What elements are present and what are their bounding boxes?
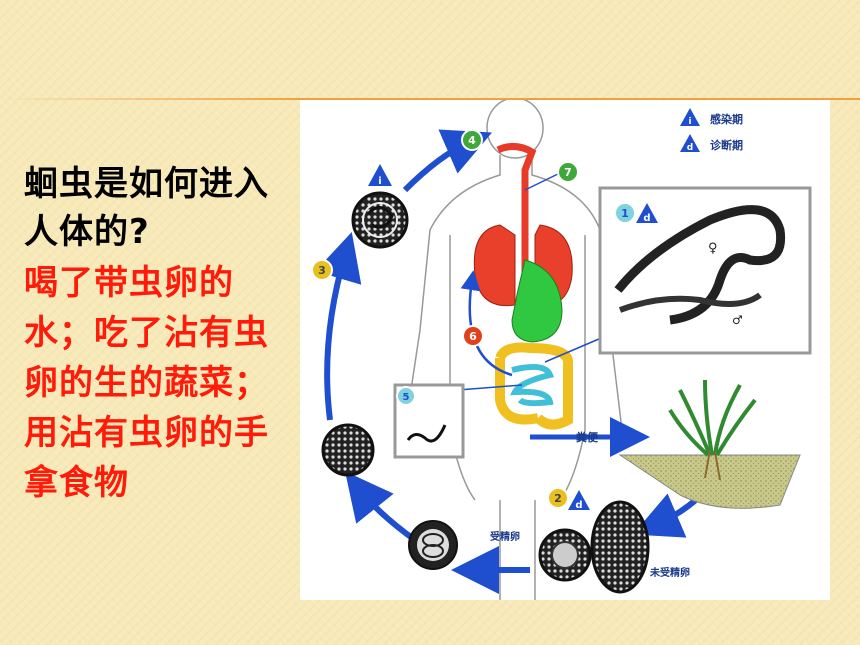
small-intestine (509, 363, 555, 407)
diagnostic-stage-icon (568, 490, 590, 510)
developing-egg (321, 423, 375, 477)
answer-text: 喝了带虫卵的水；吃了沾有虫卵的生的蔬菜；用沾有虫卵的手拿食物 (24, 263, 269, 503)
step-marker-3 (311, 259, 333, 281)
diagnostic-stage-letter: d (575, 500, 582, 511)
legend-diagnostic-letter: d (687, 143, 693, 153)
large-intestine (495, 342, 573, 430)
diagnostic-stage-icon (636, 203, 658, 223)
fertilized-egg (538, 528, 592, 582)
question-text: 蛔虫是如何进入人体的? (24, 164, 269, 252)
legend-diagnostic-label: 诊断期 (710, 138, 743, 152)
step-number-3: 3 (318, 264, 326, 277)
diagram-canvas: 4 7 3 6 1 5 2 i d d i d 感染期 诊断期 粪便 受精卵 未… (311, 100, 812, 600)
step-number-7: 7 (564, 166, 572, 179)
step-number-6: 6 (469, 330, 477, 343)
female-symbol: ♀ (708, 241, 718, 256)
step-marker-1 (614, 202, 636, 224)
unfertilized-egg (590, 500, 650, 594)
connector-line (524, 171, 563, 191)
step-number-2: 2 (554, 492, 562, 505)
step-marker-2 (547, 487, 569, 509)
header-divider (0, 98, 860, 100)
legend-infective-letter: i (688, 117, 691, 127)
step-number-5: 5 (403, 392, 410, 403)
unfertilized-egg-label: 未受精卵 (649, 566, 690, 579)
throat-esophagus (496, 143, 537, 300)
legend-infective-label: 感染期 (710, 112, 743, 126)
feces-label: 粪便 (576, 430, 599, 444)
cleaving-egg (408, 520, 458, 570)
vegetables-on-soil (618, 379, 801, 509)
embryonated-egg (351, 191, 409, 249)
legend-diagnostic-icon (680, 134, 700, 152)
step-marker-4 (461, 129, 483, 151)
stomach (511, 259, 563, 343)
step-marker-6 (462, 325, 484, 347)
fertilized-egg-label: 受精卵 (490, 530, 520, 543)
step-marker-5 (396, 386, 416, 406)
diagnostic-stage-letter: d (643, 213, 650, 224)
infective-stage-icon (368, 164, 392, 186)
step-marker-7 (557, 161, 579, 183)
male-worm (618, 292, 762, 313)
connector-line (457, 384, 523, 391)
infective-stage-letter: i (378, 176, 381, 187)
roundworm-lifecycle-diagram: 4 7 3 6 1 5 2 i d d i d 感染期 诊断期 粪便 受精卵 未… (300, 100, 830, 600)
step-number-4: 4 (468, 134, 476, 147)
legend-infective-icon (680, 108, 700, 126)
male-symbol: ♂ (732, 313, 743, 327)
step-number-1: 1 (621, 207, 629, 220)
female-worm (614, 205, 786, 325)
